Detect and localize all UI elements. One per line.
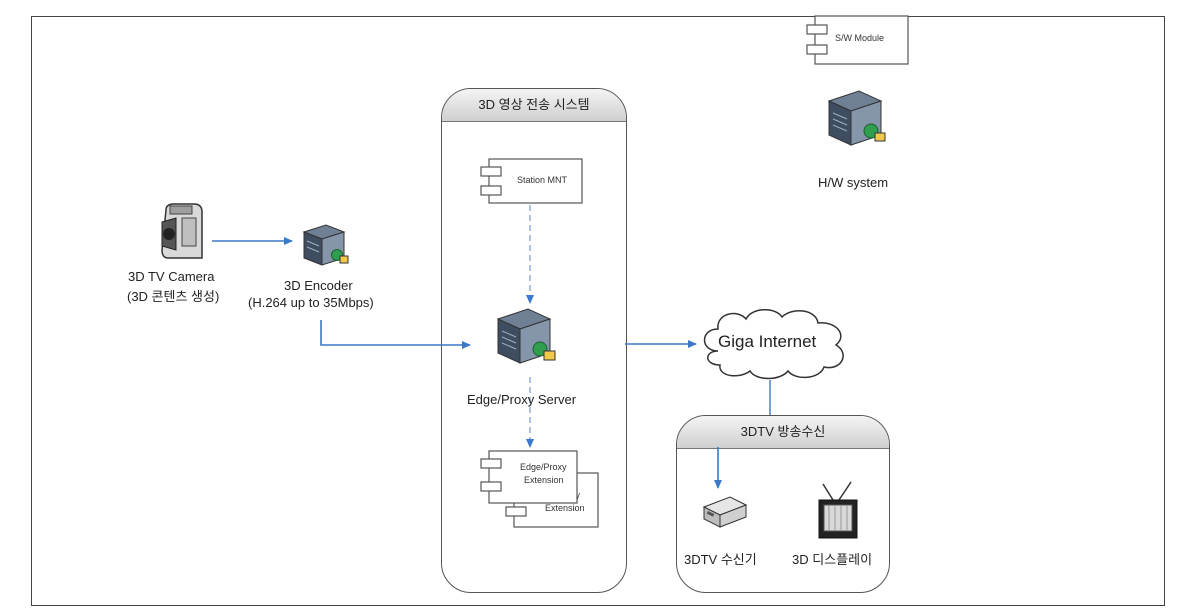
transmission-system-title: 3D 영상 전송 시스템 <box>442 89 626 122</box>
camera-icon <box>161 203 203 259</box>
extension-front-label-line2: Extension <box>524 475 564 485</box>
receiver-icon <box>702 496 748 528</box>
encoder-server-icon <box>302 224 349 266</box>
diagram-frame <box>31 16 1165 606</box>
giga-internet-label: Giga Internet <box>718 332 817 351</box>
tv-display-icon <box>818 481 858 539</box>
sw-module-label: S/W Module <box>835 33 885 43</box>
encoder-label-line2: (H.264 up to 35Mbps) <box>248 295 374 310</box>
extension-front-label-line1: Edge/Proxy <box>520 462 567 472</box>
server-icon <box>827 90 886 146</box>
edge-proxy-server-label: Edge/Proxy Server <box>467 392 577 407</box>
edge-proxy-server-icon <box>496 308 556 364</box>
sw-module-legend-icon <box>806 15 909 65</box>
camera-label-line2: (3D 콘텐츠 생성) <box>127 289 220 304</box>
station-mnt-label: Station MNT <box>517 175 568 185</box>
arrow-encoder-to-edge <box>320 320 471 349</box>
receiver-label: 3DTV 수신기 <box>684 552 757 567</box>
display-label: 3D 디스플레이 <box>792 552 873 567</box>
camera-label-line1: 3D TV Camera <box>128 269 215 284</box>
receiver-group-title: 3DTV 방송수신 <box>677 416 889 449</box>
extension-module-front-icon <box>480 450 578 504</box>
hw-system-label: H/W system <box>818 175 889 190</box>
extension-back-label-line2: Extension <box>545 503 585 513</box>
cloud-icon <box>703 309 844 380</box>
station-mnt-module-icon <box>480 158 583 204</box>
encoder-label-line1: 3D Encoder <box>284 278 353 293</box>
